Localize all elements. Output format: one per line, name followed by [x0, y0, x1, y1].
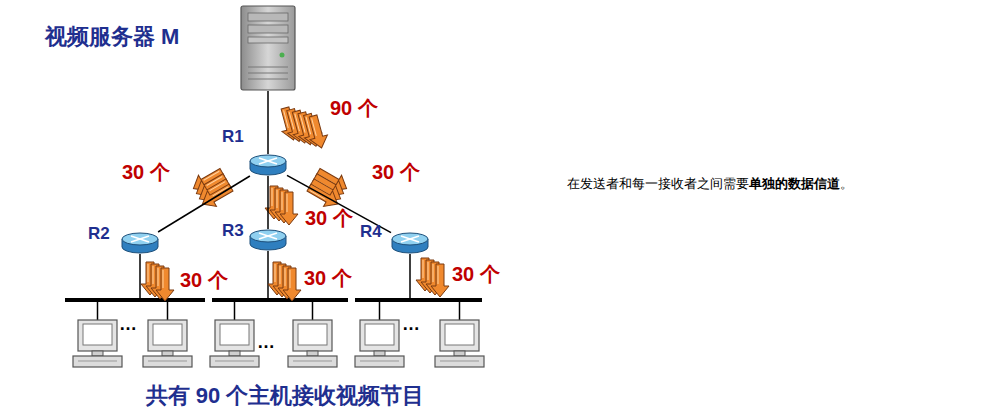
- edge-label: 30 个: [122, 159, 170, 186]
- note-text: 在发送者和每一接收者之间需要: [567, 176, 749, 191]
- router-label: R2: [88, 224, 110, 244]
- edge-label: 30 个: [372, 159, 420, 186]
- stream-count: 30 个: [452, 261, 500, 288]
- router-outline: [121, 232, 159, 254]
- router-label: R3: [222, 221, 244, 241]
- router-label: R4: [360, 222, 382, 242]
- stream-count: 30 个: [180, 267, 228, 294]
- router-outline: [249, 154, 287, 176]
- connector-line: [267, 176, 269, 229]
- router: R1: [249, 154, 287, 176]
- router-outline: [391, 232, 429, 254]
- router: R4: [391, 232, 429, 254]
- router: R2: [121, 232, 159, 254]
- edge-label: 90 个: [330, 95, 378, 122]
- ellipsis: …: [402, 314, 420, 335]
- server-outline: [240, 5, 296, 91]
- video-server: 视频服务器 M: [240, 5, 296, 91]
- stream-count: 30 个: [304, 265, 352, 292]
- note-text: 。: [840, 176, 853, 191]
- ellipsis: …: [257, 332, 275, 353]
- connector-line: [267, 91, 269, 154]
- caption: 共有 90 个主机接收视频节目: [0, 381, 570, 411]
- router-label: R1: [222, 127, 244, 147]
- server-title: 视频服务器 M: [45, 22, 179, 52]
- note-emphasis: 单独的数据信道: [749, 176, 840, 191]
- side-note: 在发送者和每一接收者之间需要单独的数据信道。: [567, 175, 952, 192]
- router-outline: [249, 229, 287, 251]
- router: R3: [249, 229, 287, 251]
- ellipsis: …: [119, 314, 137, 335]
- edge-label: 30 个: [305, 205, 353, 232]
